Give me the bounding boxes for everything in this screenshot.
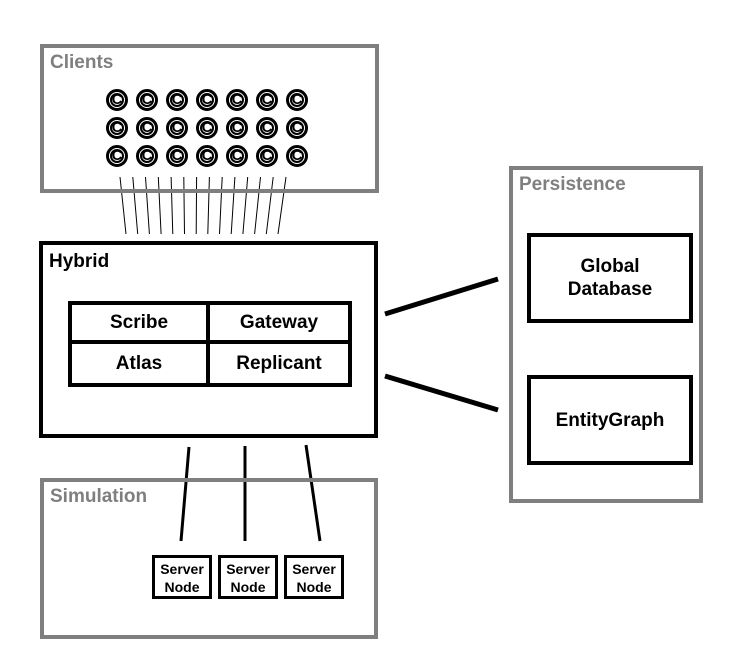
client-link-line — [132, 176, 139, 235]
client-icon: C — [166, 89, 188, 111]
hybrid-modules-table: Scribe Gateway Atlas Replicant — [68, 301, 352, 387]
client-icon-letter: C — [291, 147, 303, 164]
server-node-2-line1: Server — [226, 561, 270, 577]
link-hybrid-server-node-1 — [179, 446, 191, 542]
client-icon-letter: C — [201, 147, 213, 164]
simulation-title: Simulation — [50, 486, 148, 507]
client-icon-letter: C — [171, 119, 183, 136]
client-icon-letter: C — [201, 91, 213, 108]
client-link-line — [265, 176, 274, 235]
client-icon-letter: C — [201, 119, 213, 136]
client-link-line — [145, 176, 150, 235]
client-link-line — [183, 176, 185, 235]
global-database-label-line2: Database — [567, 279, 653, 300]
link-hybrid-global-database — [384, 276, 499, 317]
client-icon: C — [256, 145, 278, 167]
hybrid-box: Hybrid Scribe Gateway Atlas Replicant — [39, 241, 378, 438]
client-icon: C — [226, 117, 248, 139]
client-icon: C — [226, 145, 248, 167]
client-icon: C — [196, 145, 218, 167]
client-icon-letter: C — [111, 91, 123, 108]
client-link-line — [254, 176, 261, 235]
client-icon-letter: C — [231, 91, 243, 108]
server-node-2-line2: Node — [230, 579, 266, 595]
link-hybrid-server-node-3 — [304, 444, 322, 542]
client-link-line — [207, 176, 210, 235]
client-icon: C — [106, 145, 128, 167]
client-icon-letter: C — [261, 119, 273, 136]
client-icon-letter: C — [141, 91, 153, 108]
link-hybrid-entitygraph — [384, 373, 499, 413]
client-link-line — [277, 176, 287, 235]
client-icon-letter: C — [171, 147, 183, 164]
module-replicant: Replicant — [236, 352, 322, 374]
server-node-3-line1: Server — [292, 561, 336, 577]
client-link-line — [119, 176, 127, 235]
client-icon-letter: C — [111, 147, 123, 164]
client-icon: C — [136, 117, 158, 139]
client-link-line — [157, 176, 162, 235]
client-icon: C — [196, 117, 218, 139]
client-link-line — [170, 176, 174, 235]
server-node-2: Server Node — [218, 555, 278, 599]
entitygraph-label: EntityGraph — [555, 409, 665, 431]
client-icon-letter: C — [291, 91, 303, 108]
simulation-box: Simulation Server Node Server Node Serve… — [40, 478, 378, 639]
global-database-label-line1: Global — [580, 256, 640, 277]
server-node-1-line2: Node — [164, 579, 200, 595]
client-icon: C — [166, 117, 188, 139]
server-node-1: Server Node — [152, 555, 212, 599]
client-link-line — [242, 176, 249, 235]
server-node-3: Server Node — [284, 555, 344, 599]
client-connection-lines — [119, 176, 287, 235]
module-scribe: Scribe — [72, 305, 210, 344]
client-icon-letter: C — [261, 91, 273, 108]
client-icon: C — [136, 145, 158, 167]
persistence-box: Persistence Global Database EntityGraph — [509, 166, 703, 503]
client-icon: C — [286, 145, 308, 167]
client-icon: C — [196, 89, 218, 111]
client-icon-letter: C — [231, 147, 243, 164]
module-gateway: Gateway — [210, 305, 348, 344]
client-icon: C — [226, 89, 248, 111]
client-icon: C — [256, 89, 278, 111]
client-icon: C — [286, 89, 308, 111]
client-icon-letter: C — [171, 91, 183, 108]
client-icon-letter: C — [111, 119, 123, 136]
client-icon: C — [256, 117, 278, 139]
server-node-1-line1: Server — [160, 561, 204, 577]
client-icon: C — [106, 117, 128, 139]
hybrid-title: Hybrid — [49, 251, 110, 272]
persistence-title: Persistence — [519, 174, 626, 195]
client-link-line — [219, 176, 223, 235]
client-link-line — [230, 176, 236, 235]
client-icon: C — [106, 89, 128, 111]
client-icon: C — [136, 89, 158, 111]
module-atlas: Atlas — [72, 344, 210, 383]
client-icon: C — [286, 117, 308, 139]
client-icon-letter: C — [231, 119, 243, 136]
entitygraph-box: EntityGraph — [527, 375, 693, 465]
client-icon: C — [166, 145, 188, 167]
global-database-box: Global Database — [527, 233, 693, 323]
clients-title: Clients — [50, 52, 114, 73]
client-icon-letter: C — [261, 147, 273, 164]
client-icon-letter: C — [141, 147, 153, 164]
client-icon-letter: C — [291, 119, 303, 136]
server-node-3-line2: Node — [296, 579, 332, 595]
client-icon-letter: C — [141, 119, 153, 136]
